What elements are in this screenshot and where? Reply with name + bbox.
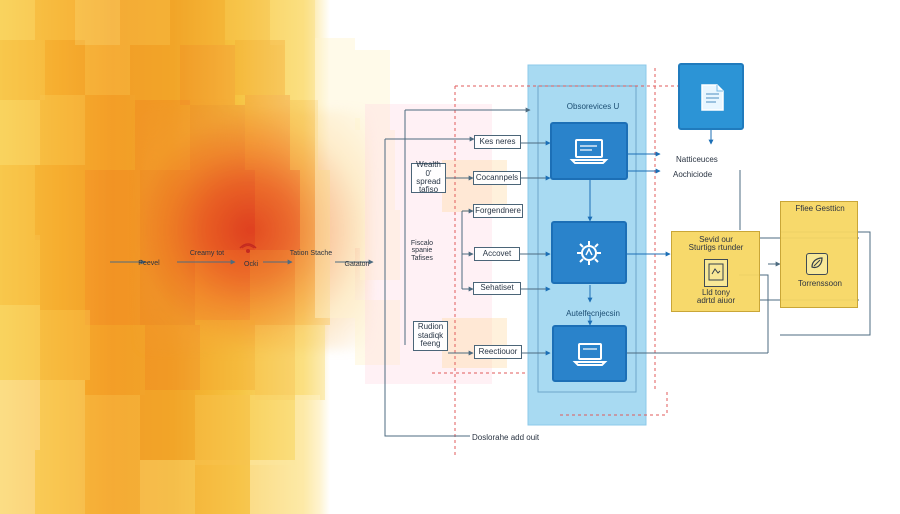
bottom-caption: Doslorahe add ouit: [472, 433, 540, 442]
left-label-ocki: Ocki: [244, 261, 258, 268]
blue-column-title: Obsorevices U: [566, 102, 620, 111]
box-sehatiset: Sehatiset: [473, 282, 521, 295]
leaf-icon: [811, 257, 823, 269]
left-label-peevel: Peevel: [138, 260, 160, 267]
ffiee-gesttion-subtitle: Torrenssoon: [797, 279, 843, 288]
left-label-creamy-tot: Creamy tot: [189, 250, 225, 257]
ocki-icon: [238, 241, 258, 255]
ffiee-gesttion-title: Ffiee Gestticn: [795, 204, 845, 213]
box-forgendnere: Forgendnere: [473, 204, 523, 218]
label-fiscalo-spanie-tafises: Fiscalo spanie Tafises: [410, 240, 434, 262]
laptop-icon: [569, 139, 609, 164]
right-label-aochiciode: Aochiciode: [673, 170, 713, 179]
document-node[interactable]: [678, 63, 744, 130]
left-label-gataton: Gataton: [344, 261, 370, 268]
laptop-node[interactable]: [550, 122, 628, 180]
document-icon: [701, 83, 724, 111]
ffiee-panel-icon-box: [806, 253, 828, 275]
gear-network-icon: [577, 240, 601, 265]
peach-overlay-panel-top: [442, 160, 507, 212]
box-wealth-spread-tafiso: Wealth 0' spread tafiso: [411, 161, 446, 194]
sevid-our-subtitle: Lld tony adrtd aiuor: [696, 288, 736, 306]
box-rudion-stadiqk-feeng: Rudion stadiqk feeng: [413, 321, 448, 351]
blue-column-middle-label: Autelfecnjecsin: [566, 309, 620, 318]
right-label-natticeuces: Natticeuces: [676, 155, 718, 164]
box-kes-neres: Kes neres: [474, 135, 521, 149]
peach-overlay-panel-bottom: [442, 318, 507, 368]
network-node[interactable]: [551, 221, 627, 284]
sevid-our-title: Sevid our Sturtigs rtunder: [688, 235, 744, 253]
tablet-node[interactable]: [552, 325, 627, 382]
box-accovet: Accovet: [474, 247, 520, 261]
badge-icon: [708, 263, 724, 281]
box-reectiouor: Reectiouor: [474, 345, 522, 359]
left-vertical-bus: [384, 139, 470, 437]
left-label-tation-stache: Tation Stache: [289, 250, 333, 257]
sevid-panel-badge: [704, 259, 728, 287]
tablet-icon: [572, 342, 607, 366]
box-cocannpels: Cocannpels: [473, 171, 521, 185]
